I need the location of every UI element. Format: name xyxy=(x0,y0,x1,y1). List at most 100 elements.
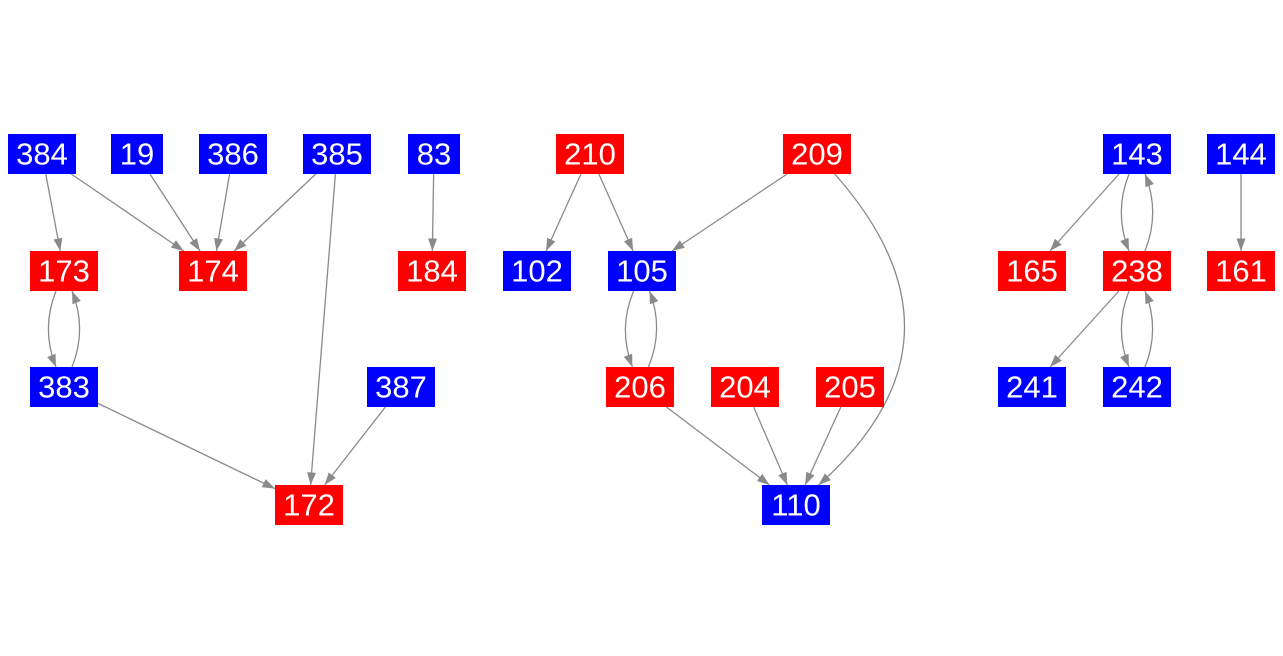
node-label: 241 xyxy=(1006,370,1058,405)
node-box xyxy=(303,134,371,174)
node-box xyxy=(503,251,571,291)
graph-node-102: 102 xyxy=(503,251,571,291)
graph-edge-242-238 xyxy=(1144,290,1154,368)
node-label: 173 xyxy=(38,254,90,289)
graph-node-241: 241 xyxy=(998,367,1066,407)
graph-edge-209-105 xyxy=(671,173,788,252)
graph-node-143: 143 xyxy=(1103,134,1171,174)
graph-edge-19-174 xyxy=(149,173,201,252)
node-label: 102 xyxy=(511,254,563,289)
node-box xyxy=(179,251,247,291)
node-label: 144 xyxy=(1215,137,1267,172)
graph-edge-173-383 xyxy=(47,290,57,368)
graph-node-205: 205 xyxy=(816,367,884,407)
graph-node-386: 386 xyxy=(199,134,267,174)
graph-node-184: 184 xyxy=(398,251,466,291)
graph-node-383: 383 xyxy=(30,367,98,407)
graph-node-387: 387 xyxy=(367,367,435,407)
node-box xyxy=(1103,251,1171,291)
graph-edge-209-110 xyxy=(818,173,906,486)
graph-edge-238-241 xyxy=(1049,290,1120,368)
graph-edge-384-174 xyxy=(70,173,185,252)
graph-edge-385-172 xyxy=(307,173,337,486)
node-box xyxy=(367,367,435,407)
graph-edge-384-173 xyxy=(45,173,63,252)
graph-edge-387-172 xyxy=(324,406,386,486)
graph-node-238: 238 xyxy=(1103,251,1171,291)
node-box xyxy=(1103,134,1171,174)
node-label: 209 xyxy=(791,137,843,172)
graph-edge-385-174 xyxy=(233,173,317,252)
graph-edge-205-110 xyxy=(804,406,842,486)
graph-edge-383-172 xyxy=(97,402,276,490)
graph-node-242: 242 xyxy=(1103,367,1171,407)
node-label: 174 xyxy=(187,254,239,289)
node-box xyxy=(1207,134,1275,174)
node-box xyxy=(608,251,676,291)
graph-node-165: 165 xyxy=(998,251,1066,291)
graph-edge-210-102 xyxy=(545,173,582,252)
graph-node-210: 210 xyxy=(556,134,624,174)
graph-node-105: 105 xyxy=(608,251,676,291)
node-box xyxy=(408,134,460,174)
graph-node-174: 174 xyxy=(179,251,247,291)
graph-edge-143-165 xyxy=(1049,173,1120,252)
graph-node-384: 384 xyxy=(8,134,76,174)
node-box xyxy=(30,367,98,407)
node-box xyxy=(711,367,779,407)
node-box xyxy=(199,134,267,174)
node-box xyxy=(762,485,830,525)
node-label: 19 xyxy=(120,137,154,172)
graph-node-209: 209 xyxy=(783,134,851,174)
node-box xyxy=(8,134,76,174)
graph-node-19: 19 xyxy=(111,134,163,174)
node-label: 242 xyxy=(1111,370,1163,405)
graph-node-204: 204 xyxy=(711,367,779,407)
graph-edge-238-143 xyxy=(1144,173,1154,252)
node-box xyxy=(606,367,674,407)
node-label: 110 xyxy=(771,488,820,523)
graph-node-83: 83 xyxy=(408,134,460,174)
edge-layer xyxy=(45,173,1246,490)
graph-edge-210-105 xyxy=(598,173,634,252)
node-label: 184 xyxy=(406,254,458,289)
node-label: 206 xyxy=(614,370,666,405)
node-label: 83 xyxy=(417,137,451,172)
graph-edge-105-206 xyxy=(623,290,635,368)
node-box xyxy=(556,134,624,174)
graph-edge-204-110 xyxy=(753,406,788,486)
graph-edge-386-174 xyxy=(214,173,231,252)
graph-edge-143-238 xyxy=(1120,173,1130,252)
node-layer: 384 19 386 385 83 210 209 143 144 173 174 184 102 105… xyxy=(8,134,1275,525)
graph-node-144: 144 xyxy=(1207,134,1275,174)
node-box xyxy=(816,367,884,407)
node-box xyxy=(275,485,343,525)
node-box xyxy=(30,251,98,291)
graph-node-206: 206 xyxy=(606,367,674,407)
node-box xyxy=(998,251,1066,291)
node-box xyxy=(783,134,851,174)
graph-node-172: 172 xyxy=(275,485,343,525)
node-label: 385 xyxy=(311,137,363,172)
graph-edge-206-105 xyxy=(647,290,659,368)
node-label: 143 xyxy=(1111,137,1163,172)
node-box xyxy=(111,134,163,174)
node-label: 384 xyxy=(16,137,68,172)
node-label: 205 xyxy=(824,370,876,405)
node-label: 387 xyxy=(375,370,427,405)
graph-edge-83-184 xyxy=(428,173,438,252)
node-label: 105 xyxy=(616,254,668,289)
graph-node-385: 385 xyxy=(303,134,371,174)
graph-node-161: 161 xyxy=(1207,251,1275,291)
node-box xyxy=(1207,251,1275,291)
node-label: 386 xyxy=(207,137,259,172)
graph-node-110: 110 xyxy=(762,485,830,525)
node-label: 383 xyxy=(38,370,90,405)
graph-edge-383-173 xyxy=(71,290,81,368)
node-box xyxy=(1103,367,1171,407)
graph-edge-206-110 xyxy=(666,406,770,486)
node-label: 204 xyxy=(719,370,771,405)
node-label: 210 xyxy=(564,137,616,172)
node-box xyxy=(998,367,1066,407)
